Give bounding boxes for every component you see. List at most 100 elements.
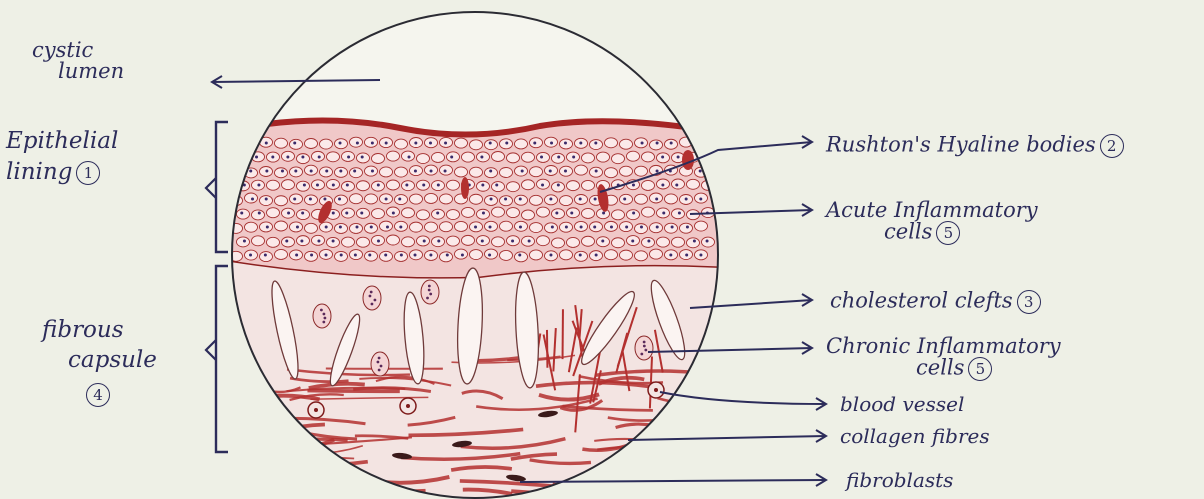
cell-nucleus: [265, 142, 268, 145]
epithelial-cell: [455, 138, 468, 148]
cell-nucleus: [380, 365, 383, 368]
collagen-fibre: [257, 458, 355, 463]
cell-nucleus: [303, 184, 306, 187]
cell-nucleus: [325, 170, 328, 173]
epithelial-cell: [440, 194, 453, 204]
cell-nucleus: [325, 226, 328, 229]
epithelial-cell: [575, 251, 588, 261]
cell-nucleus: [572, 156, 575, 159]
cell-nucleus: [595, 170, 598, 173]
epithelial-cell: [245, 193, 258, 203]
epithelial-cell: [612, 210, 625, 220]
epithelial-cell: [470, 250, 483, 260]
cell-nucleus: [699, 198, 702, 201]
cell-nucleus: [437, 240, 440, 243]
epithelial-cell: [492, 151, 505, 161]
epithelial-cell: [447, 236, 460, 246]
epithelial-cell: [395, 167, 408, 177]
cell-nucleus: [601, 240, 604, 243]
cell-nucleus: [686, 226, 689, 229]
epithelial-cell: [297, 210, 310, 220]
cell-nucleus: [593, 226, 596, 229]
cell-nucleus: [480, 156, 483, 159]
cell-nucleus: [296, 226, 299, 229]
cell-nucleus: [489, 170, 492, 173]
cell-nucleus: [407, 156, 410, 159]
cell-nucleus: [489, 226, 492, 229]
cell-nucleus: [661, 184, 664, 187]
cell-nucleus: [670, 142, 673, 145]
epithelial-cell: [230, 138, 243, 148]
epithelial-cell: [365, 194, 378, 204]
epithelial-cell: [507, 153, 520, 163]
cell-nucleus: [339, 226, 342, 229]
epithelial-cell: [650, 140, 663, 150]
epithelial-cell: [297, 154, 310, 164]
epithelial-cell: [260, 252, 273, 262]
cell-nucleus: [437, 184, 440, 187]
cell-nucleus: [399, 226, 402, 229]
cell-nucleus: [570, 212, 573, 215]
epithelial-cell: [537, 152, 550, 162]
cell-nucleus: [323, 313, 326, 316]
cell-nucleus: [385, 142, 388, 145]
cell-nucleus: [661, 156, 664, 159]
cell-nucleus: [426, 297, 429, 300]
chronic-cell-cluster: [313, 304, 331, 328]
epithelial-cell: [455, 167, 468, 177]
cell-nucleus: [429, 293, 432, 296]
epithelial-bracket: [216, 122, 228, 252]
epithelial-cell: [282, 237, 295, 247]
cell-nucleus: [300, 240, 303, 243]
epithelial-cell: [492, 237, 505, 247]
cell-nucleus: [549, 254, 552, 257]
epithelial-cell: [492, 182, 505, 192]
cell-nucleus: [264, 254, 267, 257]
cell-nucleus: [353, 170, 356, 173]
epithelial-cell: [252, 210, 265, 220]
epithelial-cell: [410, 194, 423, 204]
cell-nucleus: [370, 291, 373, 294]
collagen-label: collagen fibres: [840, 426, 990, 446]
cell-nucleus: [450, 156, 453, 159]
epithelial-cell: [462, 207, 475, 217]
chronic-cell-cluster: [363, 286, 381, 310]
cell-nucleus: [368, 254, 371, 257]
cell-nucleus: [655, 198, 658, 201]
epithelial-cell: [350, 223, 363, 233]
cell-nucleus: [360, 212, 363, 215]
cell-nucleus: [677, 156, 680, 159]
rushton-body: [461, 177, 469, 199]
cell-nucleus: [374, 299, 377, 302]
epithelial-cell: [237, 209, 250, 219]
cell-nucleus: [286, 156, 289, 159]
cell-nucleus: [322, 321, 325, 324]
cell-nucleus: [295, 254, 298, 257]
blood-vessel-arrow: [660, 392, 826, 404]
epithelial-cell: [387, 180, 400, 190]
cell-nucleus: [338, 198, 341, 201]
cell-nucleus: [301, 156, 304, 159]
rushton-number: 2: [1100, 134, 1124, 158]
cell-nucleus: [519, 198, 522, 201]
cell-nucleus: [685, 254, 688, 257]
cell-nucleus: [309, 198, 312, 201]
cell-nucleus: [579, 142, 582, 145]
cell-nucleus: [631, 240, 634, 243]
cell-nucleus: [320, 309, 323, 312]
epithelial-cell: [522, 152, 535, 162]
epithelial-cell: [537, 207, 550, 217]
epithelial-cell: [590, 140, 603, 150]
cell-nucleus: [632, 212, 635, 215]
cell-nucleus: [400, 254, 403, 257]
cell-nucleus: [521, 170, 524, 173]
epithelial-cell: [455, 221, 468, 231]
epithelial-cell: [672, 237, 685, 247]
collagen-fibre: [663, 460, 789, 467]
epithelial-cell: [627, 151, 640, 161]
epithelial-cell: [582, 208, 595, 218]
cell-nucleus: [519, 226, 522, 229]
cell-nucleus: [579, 254, 582, 257]
cell-nucleus: [623, 198, 626, 201]
epithelial-cell: [635, 166, 648, 176]
